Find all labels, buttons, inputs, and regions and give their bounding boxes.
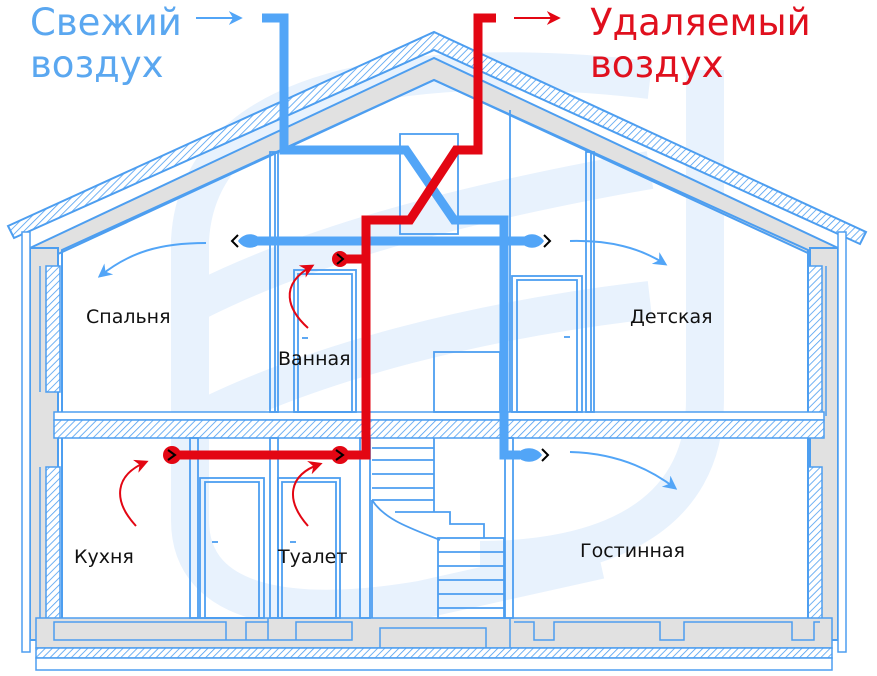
supply-diffuser-icon (516, 448, 550, 462)
foundation (35, 617, 833, 671)
upper-partitions (269, 110, 595, 413)
room-label-bathroom: Ванная (278, 348, 351, 370)
exhaust-air-label-line1: Удаляемый (590, 1, 811, 44)
room-label-toilet: Туалет (278, 546, 348, 568)
supply-diffuser-icon (230, 234, 262, 248)
room-label-kids-room: Детская (630, 306, 713, 328)
curved-arrow-icon (569, 451, 678, 490)
exhaust-grille-icon (332, 251, 348, 267)
fresh-air-label-line2: воздух (30, 42, 164, 86)
curved-arrow-icon (288, 264, 315, 329)
interior-outline (61, 78, 809, 618)
supply-diffuser-icon (520, 234, 552, 248)
curved-arrow-icon (569, 239, 668, 266)
exhaust-grille-icon (163, 446, 181, 464)
room-label-living-room: Гостинная (580, 540, 685, 562)
fresh-air-label-line1: Свежий (30, 1, 182, 44)
exhaust-air-label: Удаляемый воздух (590, 2, 811, 86)
exterior-walls (21, 231, 847, 653)
curved-arrow-icon (292, 461, 323, 527)
floor-slab (53, 411, 825, 439)
room-label-bedroom: Спальня (86, 306, 171, 328)
heat-exchanger-icon (399, 133, 459, 235)
room-label-kitchen: Кухня (74, 546, 134, 568)
curved-arrow-icon (119, 459, 149, 527)
exhaust-air-label-line2: воздух (590, 42, 724, 86)
fresh-air-label: Свежий воздух (30, 2, 182, 86)
lower-partitions (189, 437, 514, 619)
curved-arrow-icon (97, 242, 207, 278)
exhaust-grille-icon (331, 446, 349, 464)
